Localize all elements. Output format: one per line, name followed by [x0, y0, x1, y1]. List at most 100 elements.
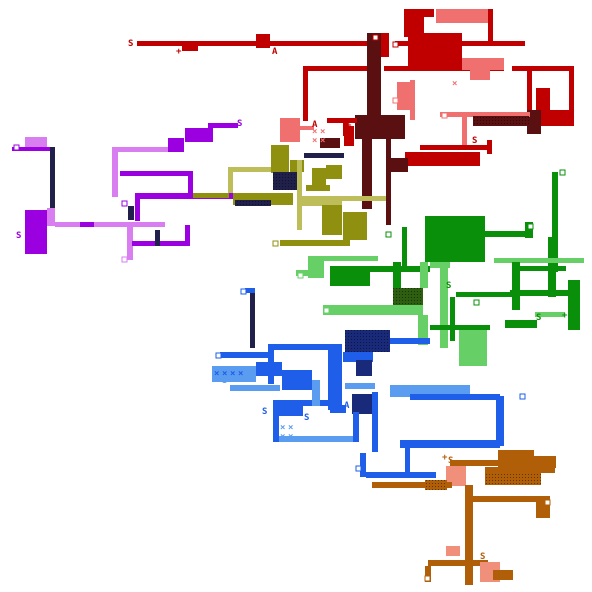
room-salmon [440, 112, 530, 117]
room-blue [256, 362, 282, 376]
room-dark [50, 147, 55, 217]
room-blue [274, 344, 334, 350]
room-red [270, 41, 370, 46]
save-point-7: S [536, 313, 541, 323]
room-red [408, 33, 462, 69]
room-blue [328, 344, 342, 410]
room-salmon [462, 58, 504, 70]
room-green [330, 266, 430, 272]
room-lilac [112, 147, 118, 197]
room-red [404, 9, 424, 37]
room-purple [120, 171, 190, 176]
room-lightgreen [440, 268, 448, 348]
door-marker [441, 112, 448, 119]
room-red [327, 118, 357, 123]
room-blue [410, 394, 500, 400]
room-purple [12, 147, 54, 151]
room-purple [208, 123, 238, 128]
room-lilac [25, 137, 47, 149]
room-red [527, 66, 532, 122]
room-green [485, 231, 525, 237]
room-khaki [297, 160, 302, 230]
room-green [525, 222, 533, 238]
blocked-marker-7: × [230, 369, 235, 379]
door-marker [385, 231, 392, 238]
room-lightgreen [318, 256, 378, 261]
room-red [303, 66, 367, 71]
room-olive [271, 145, 289, 173]
room-purple [168, 138, 184, 152]
room-brown [485, 467, 555, 473]
room-lightgreen [418, 315, 428, 345]
room-khaki [302, 196, 342, 206]
door-marker [355, 465, 362, 472]
room-lilac [112, 147, 172, 152]
door-marker [13, 144, 20, 151]
room-lightgreen [494, 258, 560, 263]
blocked-marker-1: × [320, 127, 325, 137]
room-green [430, 325, 490, 330]
room-texture [345, 330, 390, 352]
room-lightgreen [459, 330, 487, 366]
room-olive [306, 185, 330, 191]
item-marker-2: + [346, 121, 352, 131]
room-red [344, 126, 354, 146]
blocked-marker-6: × [222, 369, 227, 379]
room-brown [450, 460, 500, 466]
room-blue [400, 440, 500, 448]
room-olive [343, 212, 367, 240]
room-skyblue [312, 380, 320, 406]
room-blue [405, 448, 410, 476]
room-purple [185, 225, 190, 246]
room-peach [446, 546, 460, 556]
room-maroon [362, 139, 372, 209]
blocked-marker-12: × [288, 432, 293, 442]
room-brown [534, 456, 556, 468]
save-point-4: S [320, 184, 325, 194]
room-olive [322, 205, 342, 235]
blocked-marker-0: × [312, 127, 317, 137]
door-marker [527, 223, 534, 230]
door-marker [121, 200, 128, 207]
item-marker-0: + [176, 47, 182, 57]
door-marker [392, 41, 399, 48]
save-point-3: S [16, 231, 21, 241]
room-lilac [127, 222, 133, 260]
room-dark [128, 206, 134, 220]
room-red [424, 9, 434, 17]
room-blue [372, 392, 378, 452]
door-marker [424, 575, 431, 582]
save-point-11: S [400, 440, 405, 450]
room-brown [428, 560, 488, 566]
room-blue [366, 472, 436, 478]
room-lightgreen [323, 305, 423, 315]
room-brown [498, 450, 534, 472]
room-dark [155, 230, 160, 246]
door-marker [121, 256, 128, 263]
room-brown [425, 566, 431, 582]
room-salmon [300, 126, 314, 130]
blocked-marker-11: × [280, 432, 285, 442]
room-red [536, 88, 550, 110]
room-red [405, 152, 480, 166]
door-marker [544, 499, 551, 506]
room-maroon [320, 138, 340, 148]
room-texture [235, 200, 271, 206]
room-skyblue [345, 383, 375, 389]
room-blue [360, 453, 366, 477]
room-lilac [55, 222, 165, 227]
room-salmon [462, 112, 467, 147]
save-point-5: S [446, 281, 451, 291]
room-red [420, 145, 490, 150]
save-point-8: S [222, 376, 227, 386]
room-brown [465, 485, 473, 585]
door-marker [215, 352, 222, 359]
blocked-marker-8: × [238, 369, 243, 379]
blocked-marker-3: × [320, 136, 325, 146]
door-marker [372, 34, 379, 41]
room-purple [80, 222, 94, 227]
room-maroon [386, 158, 408, 172]
room-green [512, 262, 520, 310]
